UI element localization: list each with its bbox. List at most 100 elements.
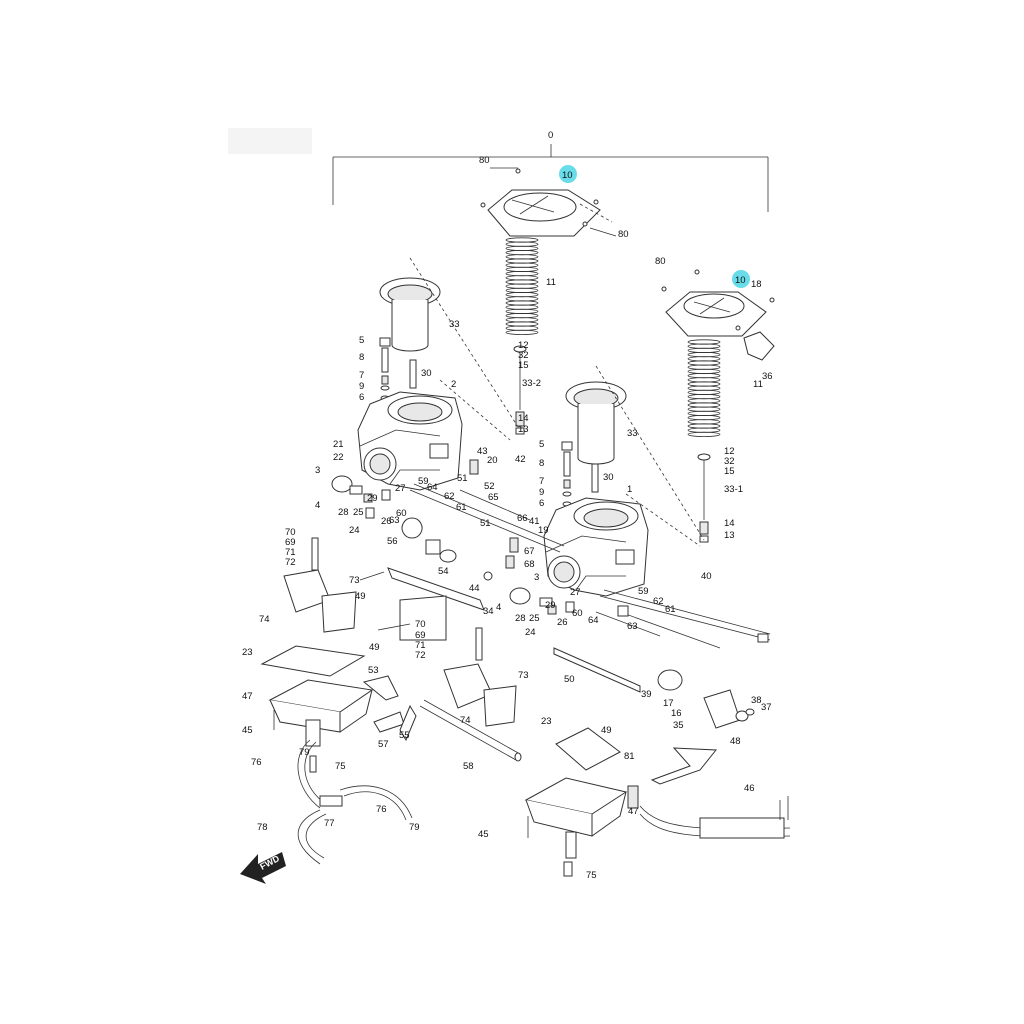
- part-callout-5: 5: [359, 335, 364, 346]
- part-callout-8: 8: [359, 352, 364, 363]
- part-callout-77: 77: [324, 818, 335, 829]
- part-callout-70: 70: [415, 619, 426, 630]
- part-callout-24: 24: [525, 627, 536, 638]
- part-callout-33-2: 33-2: [522, 378, 541, 389]
- assembly-bracket: [332, 144, 769, 212]
- part-callout-64: 64: [427, 482, 438, 493]
- part-callout-27: 27: [395, 483, 406, 494]
- part-callout-62: 62: [653, 596, 664, 607]
- part-callout-9: 9: [539, 487, 544, 498]
- top-cover-left: [480, 167, 617, 237]
- part-callout-56: 56: [387, 536, 398, 547]
- part-callout-78: 78: [257, 822, 268, 833]
- part-callout-26: 26: [557, 617, 568, 628]
- part-callout-23: 23: [541, 716, 552, 727]
- part-callout-6: 6: [359, 392, 364, 403]
- part-callout-10: 10: [562, 170, 573, 181]
- highlight-marker: [732, 270, 750, 288]
- part-callout-1: 1: [627, 484, 632, 495]
- part-callout-64: 64: [588, 615, 599, 626]
- part-callout-6: 6: [539, 498, 544, 509]
- throttle-cable: [627, 785, 791, 839]
- part-callout-4: 4: [496, 602, 501, 613]
- part-callout-18: 18: [751, 279, 762, 290]
- part-callout-67: 67: [524, 546, 535, 557]
- part-callout-11: 11: [753, 379, 763, 390]
- part-callout-43: 43: [477, 446, 488, 457]
- part-callout-17: 17: [663, 698, 674, 709]
- part-callout-4: 4: [315, 500, 320, 511]
- part-callout-28: 28: [515, 613, 526, 624]
- spring-right: [687, 339, 721, 437]
- part-callout-50: 50: [564, 674, 575, 685]
- part-callout-46: 46: [744, 783, 755, 794]
- part-callout-60: 60: [572, 608, 583, 619]
- part-callout-72: 72: [415, 650, 426, 661]
- air-vent-right: [443, 627, 517, 727]
- part-callout-28: 28: [338, 507, 349, 518]
- part-callout-32: 32: [724, 456, 735, 467]
- top-cover-right: [661, 269, 775, 361]
- part-callout-72: 72: [285, 557, 296, 568]
- jet-stack-right: [561, 441, 599, 507]
- part-callout-29: 29: [367, 493, 378, 504]
- part-callout-65: 65: [488, 492, 499, 503]
- part-callout-70: 70: [285, 527, 296, 538]
- part-callout-15: 15: [724, 466, 735, 477]
- faint-logo-block: [228, 128, 312, 154]
- part-callout-39: 39: [641, 689, 652, 700]
- part-callout-45: 45: [478, 829, 489, 840]
- part-callouts: 0801080113312321533-21413587963022122344…: [242, 130, 773, 881]
- part-callout-49: 49: [601, 725, 612, 736]
- part-callout-62: 62: [444, 491, 455, 502]
- part-callout-68: 68: [524, 559, 535, 570]
- part-callout-13: 13: [724, 530, 735, 541]
- part-callout-33: 33: [449, 319, 460, 330]
- float-bowl-right: [524, 727, 628, 877]
- part-callout-66: 66: [517, 513, 528, 524]
- part-callout-7: 7: [359, 370, 364, 381]
- part-callout-60: 60: [396, 508, 407, 519]
- part-callout-47: 47: [242, 691, 253, 702]
- needle-right: [697, 453, 711, 543]
- part-callout-74: 74: [259, 614, 270, 625]
- part-callout-61: 61: [665, 604, 676, 615]
- part-callout-81: 81: [624, 751, 635, 762]
- part-callout-12: 12: [724, 446, 735, 457]
- part-callout-44: 44: [469, 583, 480, 594]
- part-callout-33: 33: [627, 428, 638, 439]
- part-callout-80: 80: [479, 155, 490, 166]
- part-callout-52: 52: [484, 481, 495, 492]
- carburetor-body-right: [543, 497, 649, 597]
- part-callout-3: 3: [315, 465, 320, 476]
- part-callout-24: 24: [349, 525, 360, 536]
- part-callout-58: 58: [463, 761, 474, 772]
- fuel-hoses: [297, 675, 522, 865]
- part-callout-51: 51: [480, 518, 491, 529]
- spring-left: [505, 237, 539, 335]
- part-callout-42: 42: [515, 454, 526, 465]
- part-callout-59: 59: [418, 476, 429, 487]
- part-callout-40: 40: [701, 571, 712, 582]
- part-callout-19: 19: [538, 525, 549, 536]
- part-callout-2: 2: [451, 379, 456, 390]
- part-callout-10: 10: [735, 275, 746, 286]
- part-callout-75: 75: [586, 870, 597, 881]
- part-callout-63: 63: [627, 621, 638, 632]
- part-callout-54: 54: [438, 566, 449, 577]
- part-callout-38: 38: [751, 695, 762, 706]
- part-callout-25: 25: [353, 507, 364, 518]
- part-callout-34: 34: [483, 606, 494, 617]
- throttle-linkage-right: [553, 647, 755, 785]
- part-callout-49: 49: [355, 591, 366, 602]
- part-callout-59: 59: [638, 586, 649, 597]
- part-callout-69: 69: [415, 630, 426, 641]
- part-callout-74: 74: [460, 715, 471, 726]
- part-callout-30: 30: [603, 472, 614, 483]
- part-callout-22: 22: [333, 452, 344, 463]
- part-callout-63: 63: [389, 515, 400, 526]
- part-callout-14: 14: [518, 413, 529, 424]
- part-callout-53: 53: [368, 665, 379, 676]
